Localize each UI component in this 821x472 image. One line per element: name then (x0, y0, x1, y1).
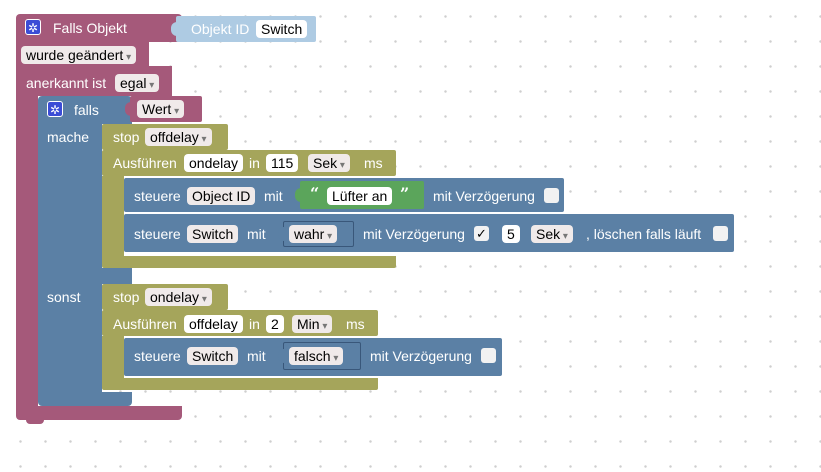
else-label: sonst (47, 289, 81, 305)
delay-label: mit Verzögerung (433, 188, 535, 204)
timeout-spine (102, 336, 124, 380)
bool-dropdown[interactable]: wahr (289, 225, 338, 243)
event-spine (16, 96, 38, 408)
object-id-field[interactable]: Switch (256, 20, 308, 38)
timeout-label: Ausführen (113, 316, 177, 332)
stop-timer-dropdown[interactable]: offdelay (145, 128, 212, 146)
unit-dropdown[interactable]: Min (292, 315, 333, 333)
if-footer (38, 392, 132, 406)
do-label: mache (47, 129, 90, 145)
bool-dropdown[interactable]: falsch (289, 347, 344, 365)
quote-open-icon: “ (310, 184, 320, 203)
object-id-field[interactable]: Switch (187, 347, 239, 365)
delay-label: mit Verzögerung (363, 226, 465, 242)
timeout-label: Ausführen (113, 155, 177, 171)
text-field[interactable]: Lüfter an (327, 187, 393, 205)
control-label: steuere (134, 188, 181, 204)
with-label: mit (247, 226, 266, 242)
bool-connector (278, 349, 284, 363)
event-header[interactable] (16, 14, 182, 42)
ms-label: ms (346, 316, 365, 332)
timer-name-field[interactable]: ondelay (184, 154, 244, 172)
timeout-spine (102, 176, 124, 258)
ack-label: anerkannt ist (26, 75, 107, 91)
clear-checkbox[interactable] (713, 226, 728, 241)
delay-checkbox[interactable]: ✓ (474, 226, 489, 241)
bool-connector (278, 227, 284, 241)
gear-icon[interactable]: ✲ (25, 19, 41, 35)
object-id-label: Objekt ID (191, 21, 250, 37)
stop-timer-dropdown[interactable]: ondelay (145, 288, 212, 306)
text-connector (295, 188, 301, 202)
clear-label: , löschen falls läuft (586, 226, 702, 242)
with-label: mit (247, 348, 266, 364)
quote-close-icon: ” (400, 184, 410, 203)
in-label: in (249, 316, 260, 332)
stop-label: stop (113, 289, 140, 305)
delay-unit-dropdown[interactable]: Sek (531, 225, 573, 243)
delay-value-field[interactable]: 5 (502, 225, 520, 243)
timer-name-field[interactable]: offdelay (184, 315, 243, 333)
delay-label: mit Verzögerung (370, 348, 472, 364)
timeout-footer (102, 256, 396, 268)
delay-field[interactable]: 2 (266, 315, 284, 333)
control-label: steuere (134, 226, 181, 242)
gear-icon[interactable]: ✲ (47, 101, 63, 117)
object-id-connector (171, 22, 177, 36)
condition-dropdown[interactable]: Wert (137, 100, 185, 118)
delay-checkbox[interactable] (544, 188, 559, 203)
timeout-footer (102, 378, 378, 390)
ack-dropdown[interactable]: egal (115, 74, 160, 92)
in-label: in (249, 155, 260, 171)
control-label: steuere (134, 348, 181, 364)
event-next-connector (26, 419, 44, 424)
object-id-field[interactable]: Object ID (187, 187, 256, 205)
ms-label: ms (364, 155, 383, 171)
stop-label: stop (113, 129, 140, 145)
if-spine (38, 124, 102, 394)
object-id-field[interactable]: Switch (187, 225, 239, 243)
if-label: falls (74, 102, 99, 118)
event-footer (16, 406, 182, 420)
condition-connector (125, 102, 131, 116)
with-label: mit (264, 188, 283, 204)
delay-checkbox[interactable] (481, 348, 496, 363)
if-else-bar (102, 268, 132, 284)
event-title: Falls Objekt (53, 20, 127, 36)
delay-field[interactable]: 115 (266, 154, 299, 172)
change-dropdown[interactable]: wurde geändert (21, 46, 137, 64)
unit-dropdown[interactable]: Sek (308, 154, 350, 172)
